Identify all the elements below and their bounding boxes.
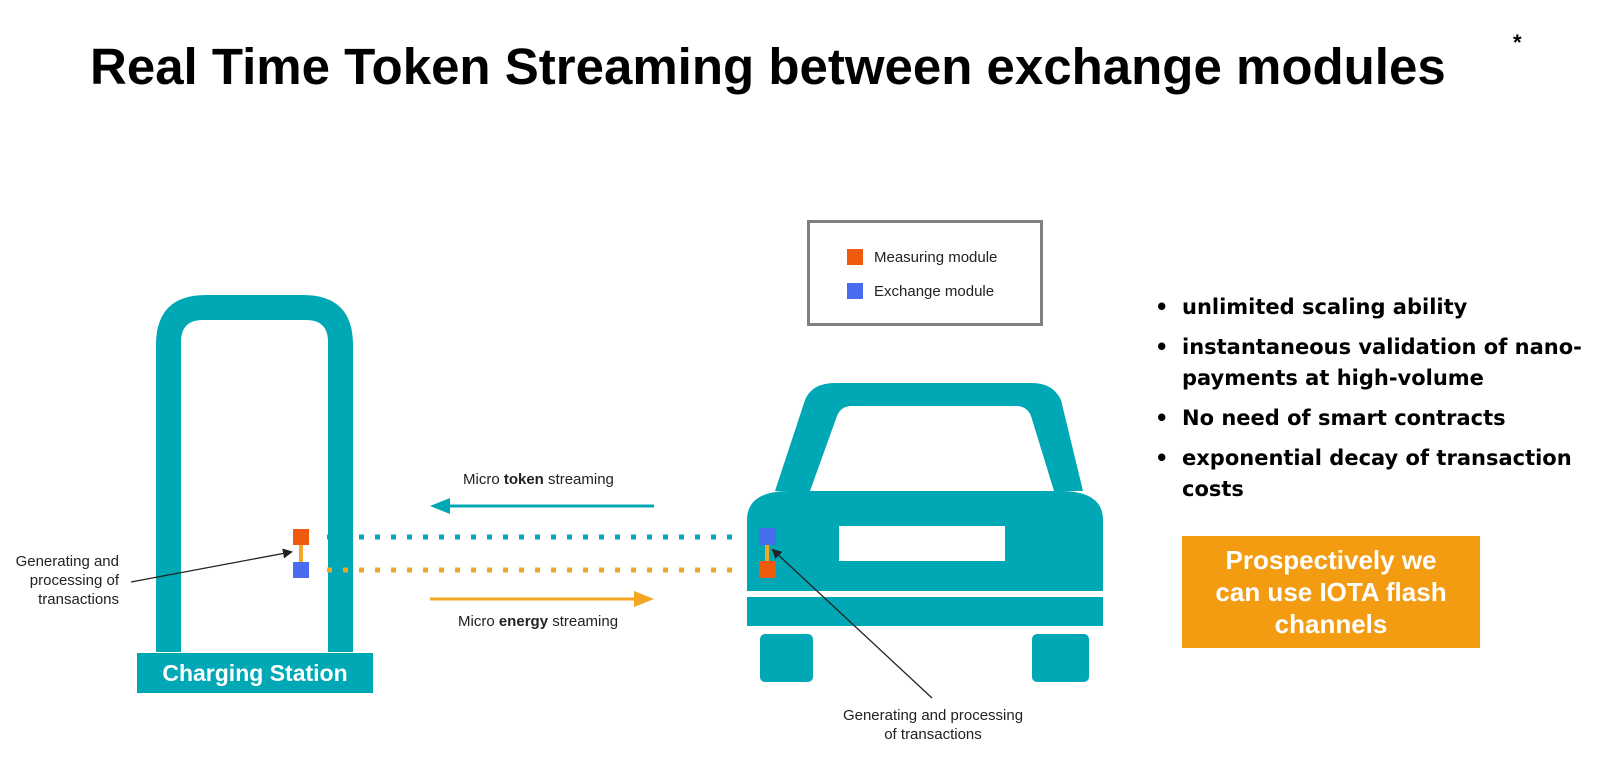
car-bumper <box>747 597 1103 626</box>
energy-stream-label: Micro energy streaming <box>458 612 658 631</box>
car-modules <box>759 528 776 578</box>
benefit-item: unlimited scaling ability <box>1155 292 1595 323</box>
car-annotation: Generating and processing of transaction… <box>842 707 1024 743</box>
car-license-plate <box>839 526 1005 561</box>
legend-item-exchange: Exchange module <box>847 281 994 301</box>
car <box>747 383 1103 682</box>
legend-label-exchange: Exchange module <box>874 282 995 300</box>
car-module-connector <box>765 541 769 565</box>
legend-label-measuring: Measuring module <box>874 248 998 266</box>
charging-station <box>137 295 373 693</box>
iota-callout-text: Prospectively we can use IOTA flash chan… <box>1215 545 1447 639</box>
iota-flash-channels-callout: Prospectively we can use IOTA flash chan… <box>1182 536 1480 648</box>
page-title: Real Time Token Streaming between exchan… <box>90 38 1446 95</box>
benefit-item: instantaneous validation of nano-payment… <box>1155 332 1595 394</box>
benefit-item: No need of smart contracts <box>1155 403 1595 434</box>
legend: Measuring module Exchange module <box>807 220 1043 326</box>
car-roof <box>775 383 1083 491</box>
station-annotation-pointer <box>130 548 293 583</box>
energy-stream-label-bold: energy <box>498 613 549 630</box>
car-left-wheel <box>760 634 813 682</box>
token-stream-label-bold: token <box>503 471 544 488</box>
car-right-wheel <box>1032 634 1089 682</box>
station-measuring-module <box>293 529 309 545</box>
legend-item-measuring: Measuring module <box>847 247 997 267</box>
token-stream-label-suffix: streaming <box>543 471 614 488</box>
car-measuring-module <box>759 561 776 578</box>
title-footnote-mark: * <box>1513 30 1522 55</box>
token-stream-label-prefix: Micro <box>463 471 504 488</box>
benefits-list: unlimited scaling ability instantaneous … <box>1155 292 1595 514</box>
energy-stream-label-prefix: Micro <box>458 613 499 630</box>
token-stream-label: Micro token streaming <box>463 470 663 489</box>
token-stream-arrow <box>430 498 654 514</box>
station-modules <box>293 529 309 578</box>
exchange-module-swatch <box>847 283 863 299</box>
benefit-item: exponential decay of transaction costs <box>1155 443 1595 505</box>
station-module-connector <box>299 543 303 563</box>
measuring-module-swatch <box>847 249 863 265</box>
charging-station-frame <box>156 295 353 652</box>
station-exchange-module <box>293 562 309 578</box>
charging-station-base <box>137 653 373 693</box>
car-exchange-module <box>759 528 776 545</box>
car-annotation-pointer <box>771 548 933 699</box>
energy-stream-arrow <box>430 591 654 607</box>
station-annotation: Generating and processing of transaction… <box>15 553 119 608</box>
energy-stream-label-suffix: streaming <box>548 613 619 630</box>
charging-station-label: Charging Station <box>162 660 348 686</box>
